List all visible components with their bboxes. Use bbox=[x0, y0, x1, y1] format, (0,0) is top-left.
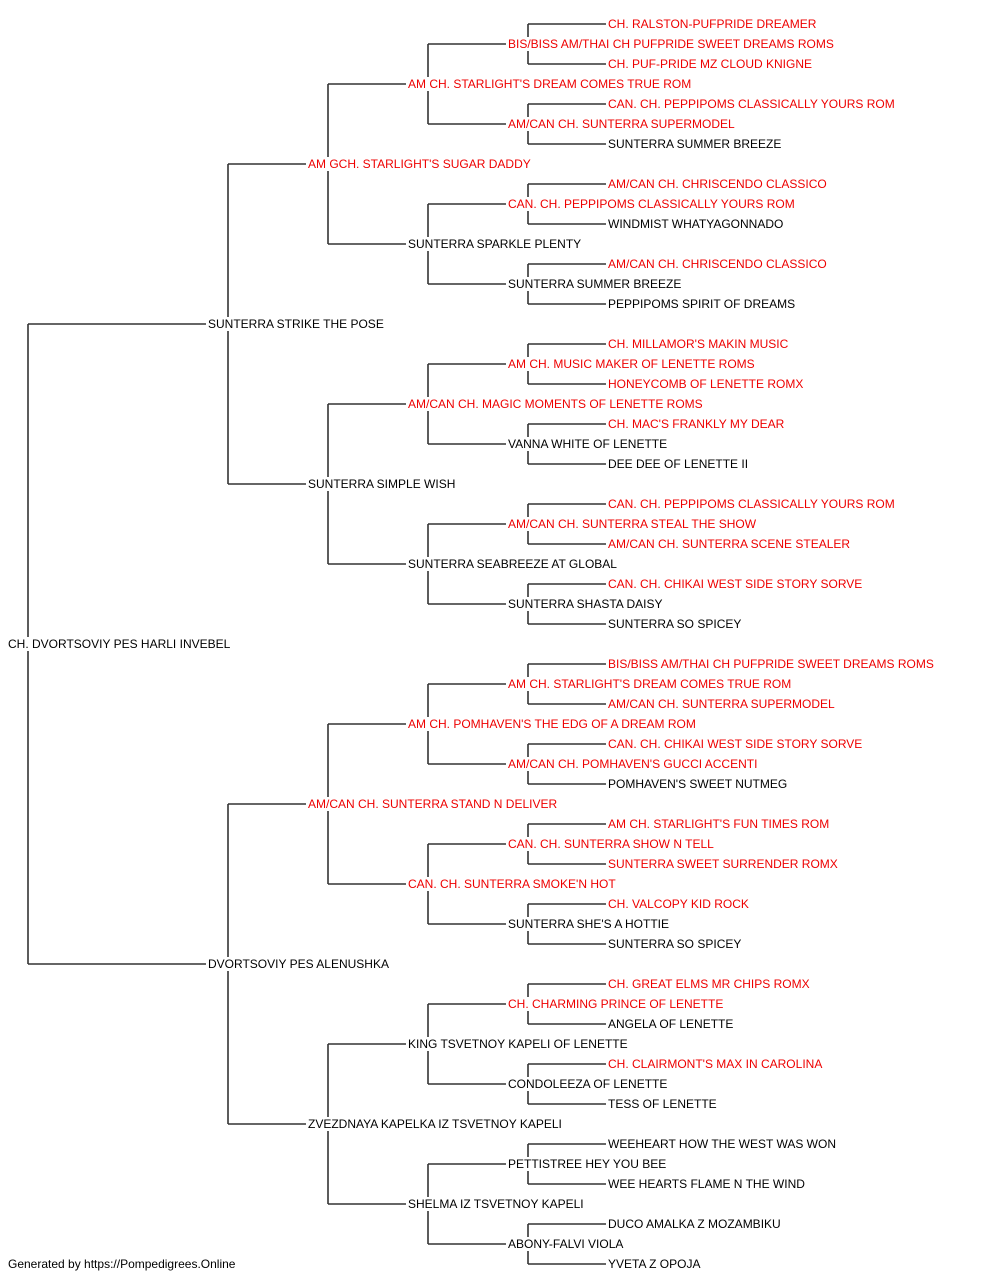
ancestor-name: DEE DEE OF LENETTE II bbox=[608, 457, 749, 471]
ancestor-name: AM/CAN CH. SUNTERRA SCENE STEALER bbox=[608, 537, 851, 551]
footer-credit: Generated by https://Pompedigrees.Online bbox=[8, 1257, 236, 1271]
ancestor-name: CAN. CH. CHIKAI WEST SIDE STORY SORVE bbox=[608, 577, 863, 591]
ancestor-name: CH. GREAT ELMS MR CHIPS ROMX bbox=[608, 977, 810, 991]
ancestor-name: ANGELA OF LENETTE bbox=[608, 1017, 734, 1031]
ancestor-name: POMHAVEN'S SWEET NUTMEG bbox=[608, 777, 788, 791]
ancestor-name: SHELMA IZ TSVETNOY KAPELI bbox=[408, 1197, 584, 1211]
ancestor-name: AM/CAN CH. SUNTERRA SUPERMODEL bbox=[508, 117, 735, 131]
ancestor-name: CH. MILLAMOR'S MAKIN MUSIC bbox=[608, 337, 789, 351]
ancestor-name: SUNTERRA SUMMER BREEZE bbox=[608, 137, 782, 151]
ancestor-name: SUNTERRA SO SPICEY bbox=[608, 937, 742, 951]
ancestor-name: AM CH. POMHAVEN'S THE EDG OF A DREAM ROM bbox=[408, 717, 696, 731]
ancestor-name: AM/CAN CH. CHRISCENDO CLASSICO bbox=[608, 177, 827, 191]
ancestor-name: CH. RALSTON-PUFPRIDE DREAMER bbox=[608, 17, 817, 31]
ancestor-name: AM/CAN CH. SUNTERRA STAND N DELIVER bbox=[308, 797, 558, 811]
ancestor-name: SUNTERRA SHE'S A HOTTIE bbox=[508, 917, 669, 931]
ancestor-name: WEE HEARTS FLAME N THE WIND bbox=[608, 1177, 805, 1191]
ancestor-name: DVORTSOVIY PES ALENUSHKA bbox=[208, 957, 389, 971]
ancestor-name: AM CH. STARLIGHT'S DREAM COMES TRUE ROM bbox=[408, 77, 692, 91]
ancestor-name: SUNTERRA SEABREEZE AT GLOBAL bbox=[408, 557, 617, 571]
ancestor-name: CAN. CH. PEPPIPOMS CLASSICALLY YOURS ROM bbox=[608, 497, 895, 511]
ancestor-name: ZVEZDNAYA KAPELKA IZ TSVETNOY KAPELI bbox=[308, 1117, 562, 1131]
ancestor-name: AM/CAN CH. SUNTERRA SUPERMODEL bbox=[608, 697, 835, 711]
ancestor-name: CAN. CH. PEPPIPOMS CLASSICALLY YOURS ROM bbox=[508, 197, 795, 211]
ancestor-name: CH. CLAIRMONT'S MAX IN CAROLINA bbox=[608, 1057, 823, 1071]
ancestor-name: AM/CAN CH. SUNTERRA STEAL THE SHOW bbox=[508, 517, 757, 531]
ancestor-name: CH. VALCOPY KID ROCK bbox=[608, 897, 749, 911]
ancestor-name: BIS/BISS AM/THAI CH PUFPRIDE SWEET DREAM… bbox=[508, 37, 834, 51]
ancestor-name: KING TSVETNOY KAPELI OF LENETTE bbox=[408, 1037, 628, 1051]
ancestor-name: AM CH. STARLIGHT'S FUN TIMES ROM bbox=[608, 817, 830, 831]
ancestor-name: CH. CHARMING PRINCE OF LENETTE bbox=[508, 997, 724, 1011]
ancestor-name: WEEHEART HOW THE WEST WAS WON bbox=[608, 1137, 837, 1151]
ancestor-name: AM/CAN CH. POMHAVEN'S GUCCI ACCENTI bbox=[508, 757, 758, 771]
ancestor-name: VANNA WHITE OF LENETTE bbox=[508, 437, 668, 451]
ancestor-name: CH. PUF-PRIDE MZ CLOUD KNIGNE bbox=[608, 57, 813, 71]
ancestor-name: BIS/BISS AM/THAI CH PUFPRIDE SWEET DREAM… bbox=[608, 657, 934, 671]
ancestor-name: HONEYCOMB OF LENETTE ROMX bbox=[608, 377, 804, 391]
ancestor-name: SUNTERRA SUMMER BREEZE bbox=[508, 277, 682, 291]
ancestor-name: CAN. CH. PEPPIPOMS CLASSICALLY YOURS ROM bbox=[608, 97, 895, 111]
ancestor-name: CAN. CH. CHIKAI WEST SIDE STORY SORVE bbox=[608, 737, 863, 751]
ancestor-name: PETTISTREE HEY YOU BEE bbox=[508, 1157, 667, 1171]
ancestor-name: AM/CAN CH. MAGIC MOMENTS OF LENETTE ROMS bbox=[408, 397, 703, 411]
ancestor-name: CAN. CH. SUNTERRA SHOW N TELL bbox=[508, 837, 714, 851]
ancestor-name: WINDMIST WHATYAGONNADO bbox=[608, 217, 784, 231]
ancestor-name: TESS OF LENETTE bbox=[608, 1097, 717, 1111]
subject-dog-name: CH. DVORTSOVIY PES HARLI INVEBEL bbox=[8, 637, 231, 651]
ancestor-name: YVETA Z OPOJA bbox=[608, 1257, 701, 1271]
ancestor-name: SUNTERRA SWEET SURRENDER ROMX bbox=[608, 857, 838, 871]
ancestor-name: CAN. CH. SUNTERRA SMOKE'N HOT bbox=[408, 877, 616, 891]
ancestor-name: SUNTERRA SIMPLE WISH bbox=[308, 477, 456, 491]
ancestor-name: AM CH. MUSIC MAKER OF LENETTE ROMS bbox=[508, 357, 755, 371]
ancestor-name: AM CH. STARLIGHT'S DREAM COMES TRUE ROM bbox=[508, 677, 792, 691]
ancestor-name: SUNTERRA SHASTA DAISY bbox=[508, 597, 663, 611]
ancestor-name: SUNTERRA SPARKLE PLENTY bbox=[408, 237, 582, 251]
ancestor-name: AM GCH. STARLIGHT'S SUGAR DADDY bbox=[308, 157, 531, 171]
ancestor-name: SUNTERRA SO SPICEY bbox=[608, 617, 742, 631]
ancestor-name: SUNTERRA STRIKE THE POSE bbox=[208, 317, 384, 331]
ancestor-name: DUCO AMALKA Z MOZAMBIKU bbox=[608, 1217, 781, 1231]
ancestor-name: CONDOLEEZA OF LENETTE bbox=[508, 1077, 668, 1091]
ancestor-name: AM/CAN CH. CHRISCENDO CLASSICO bbox=[608, 257, 827, 271]
ancestor-name: PEPPIPOMS SPIRIT OF DREAMS bbox=[608, 297, 796, 311]
ancestor-name: CH. MAC'S FRANKLY MY DEAR bbox=[608, 417, 785, 431]
ancestor-name: ABONY-FALVI VIOLA bbox=[508, 1237, 624, 1251]
